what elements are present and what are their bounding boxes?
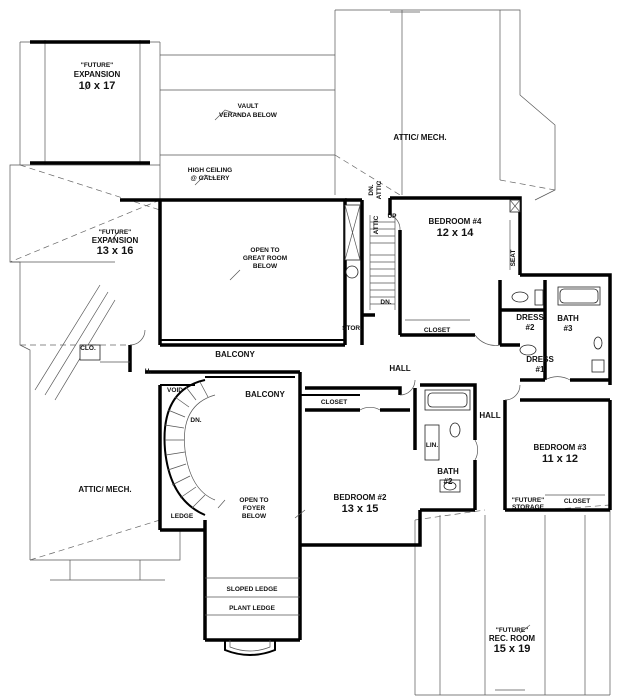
sloped-ledge-label: SLOPED LEDGE (227, 586, 279, 593)
bedroom-2-closet-label: CLOSET (321, 399, 347, 406)
straight-stair (369, 215, 396, 310)
stair-down-label: DN. (380, 299, 391, 306)
bedroom-3-name: BEDROOM #3 (534, 443, 587, 452)
future-expansion-2-future: "FUTURE" (99, 229, 132, 236)
future-expansion-1-future: "FUTURE" (81, 62, 114, 69)
bath-2-number: #2 (444, 477, 453, 486)
rec-room-future: "FUTURE" (496, 627, 529, 634)
veranda-below-label: VERANDA BELOW (219, 112, 278, 119)
high-ceiling-label: HIGH CEILING (188, 167, 232, 174)
open-to-great-room-2: GREAT ROOM (243, 255, 287, 262)
open-to-great-room-1: OPEN TO (250, 247, 279, 254)
dress-1-number: #1 (536, 365, 545, 374)
balcony-upper-label: BALCONY (215, 350, 255, 359)
rec-room-size: 15 x 19 (494, 643, 531, 655)
open-to-foyer-2: FOYER (243, 505, 266, 512)
room-labels: "FUTURE" EXPANSION 10 x 17 "FUTURE" EXPA… (74, 62, 590, 655)
details (79, 81, 605, 656)
dress-1-name: DRESS (526, 355, 554, 364)
dress-2-name: DRESS (516, 313, 544, 322)
attic-mech-left-label: ATTIC/ MECH. (78, 485, 131, 494)
future-storage-name: STORAGE (512, 504, 545, 511)
balcony-lower-label: BALCONY (245, 390, 285, 399)
storage-label: STOR. (342, 325, 362, 332)
hall-lower-label: HALL (479, 411, 500, 420)
vault-label: VAULT (238, 103, 259, 110)
bath-3-number: #3 (564, 324, 573, 333)
attic-dn-label: DN. (368, 184, 375, 195)
rec-room-name: REC. ROOM (489, 634, 536, 643)
bedroom-3-closet-label: CLOSET (564, 498, 590, 505)
walls (30, 40, 612, 642)
ledge-label: LEDGE (171, 513, 194, 520)
bath-2-name: BATH (437, 467, 459, 476)
dashed-ceiling-lines (9, 154, 611, 561)
bedroom-4-name: BEDROOM #4 (429, 217, 482, 226)
attic-outlines (9, 9, 611, 696)
window-seat-label: SEAT (510, 250, 517, 267)
attic-side-label: ATTIC (373, 215, 380, 234)
dress-2-number: #2 (526, 323, 535, 332)
gallery-label: @ GALLERY (191, 175, 231, 182)
stair-up-label: UP (387, 213, 397, 220)
future-expansion-2-size: 13 x 16 (97, 245, 134, 257)
future-storage-future: "FUTURE" (512, 497, 545, 504)
future-expansion-2-name: EXPANSION (92, 236, 139, 245)
hall-upper-label: HALL (389, 364, 410, 373)
hall-h-label: H. (145, 368, 152, 375)
open-to-foyer-3: BELOW (242, 513, 267, 520)
void-label: VOID (167, 387, 183, 394)
closet-small-label: CLO. (80, 345, 96, 352)
bedroom-2-name: BEDROOM #2 (334, 493, 387, 502)
bedroom-4-size: 12 x 14 (437, 227, 475, 239)
linen-label: LIN. (426, 442, 438, 449)
future-expansion-1-size: 10 x 17 (79, 80, 116, 92)
bedroom-4-closet-label: CLOSET (424, 327, 450, 334)
bedroom-3-size: 11 x 12 (542, 453, 578, 465)
attic-small-label: ATTIC (376, 180, 383, 199)
open-to-great-room-3: BELOW (253, 263, 278, 270)
future-expansion-1-name: EXPANSION (74, 70, 121, 79)
attic-mech-top-label: ATTIC/ MECH. (393, 133, 446, 142)
bedroom-2-size: 13 x 15 (342, 503, 379, 515)
open-to-foyer-1: OPEN TO (239, 497, 268, 504)
curved-stair-down-label: DN. (190, 417, 201, 424)
bath-3-name: BATH (557, 314, 579, 323)
plant-ledge-label: PLANT LEDGE (229, 605, 276, 612)
curved-stair (163, 379, 216, 516)
